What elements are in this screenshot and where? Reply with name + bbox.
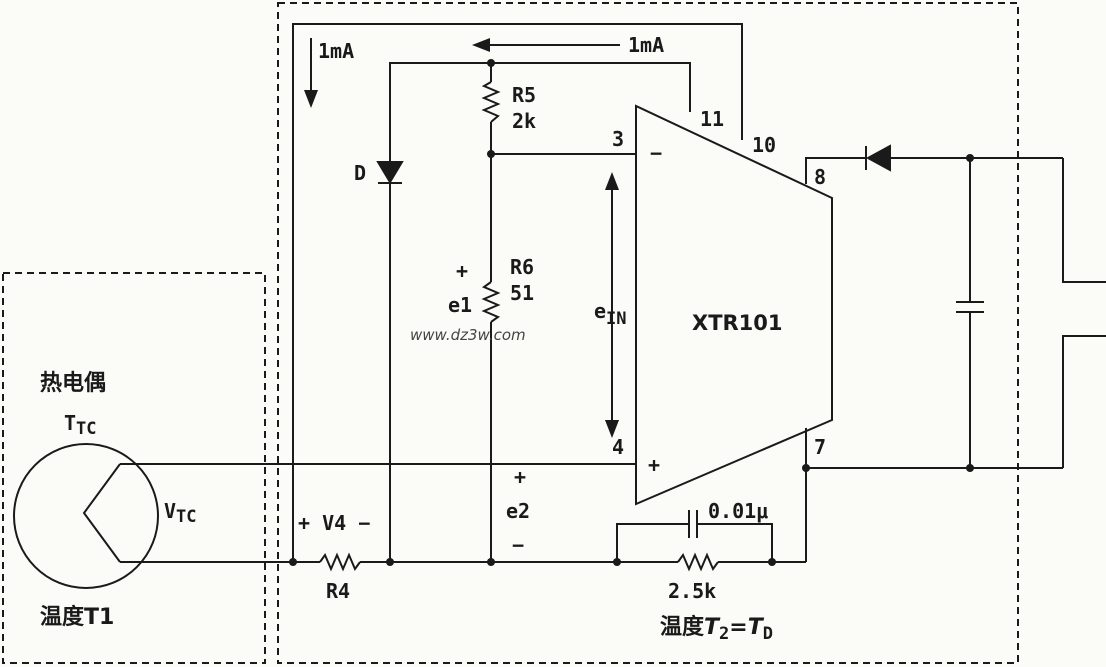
v4-label: + V4 − xyxy=(298,511,370,535)
pin11-label: 11 xyxy=(700,107,724,131)
pin10-label: 10 xyxy=(752,133,776,157)
pin3-minus: − xyxy=(650,141,662,165)
e2-minus: − xyxy=(512,533,524,557)
e1-label: e1 xyxy=(448,293,472,317)
r5-value: 2k xyxy=(512,109,536,133)
capacitor-0-01u xyxy=(616,510,773,562)
pin3-label: 3 xyxy=(612,127,624,151)
output-terminal xyxy=(1062,158,1106,468)
r6-value: 51 xyxy=(510,281,534,305)
vtc-label: VTC xyxy=(164,499,197,527)
pin4-plus: + xyxy=(648,453,660,477)
pin7-label: 7 xyxy=(814,435,826,459)
pin10-current-loop xyxy=(292,23,743,562)
pin4-label: 4 xyxy=(612,435,624,459)
watermark: www.dz3w.com xyxy=(410,326,526,344)
ein-label: eIN xyxy=(594,299,627,329)
diode-d xyxy=(376,160,404,562)
temp-t2-label: 温度T2=TD xyxy=(660,614,773,644)
resistor-2-5k xyxy=(677,552,719,572)
resistor-r6 xyxy=(481,154,501,562)
resistor-r5 xyxy=(481,81,501,154)
ttc-label: TTC xyxy=(64,411,97,439)
e2-plus: + xyxy=(514,465,526,489)
ein-double-arrow xyxy=(605,172,619,438)
output-diode xyxy=(805,144,1063,184)
e2-label: e2 xyxy=(506,499,530,523)
r4-label: R4 xyxy=(326,579,350,603)
rt-value: 2.5k xyxy=(668,579,716,603)
r5-label: R5 xyxy=(512,83,536,107)
junction-dots xyxy=(289,59,974,566)
output-capacitor xyxy=(956,158,984,468)
resistor-r4 xyxy=(319,552,361,572)
temp-t1-label: 温度T1 xyxy=(40,604,114,630)
thermocouple-boundary xyxy=(2,272,266,664)
e1-plus: + xyxy=(456,259,468,283)
thermocouple-title: 热电偶 xyxy=(40,370,106,396)
pin8-label: 8 xyxy=(814,165,826,189)
chip-name: XTR101 xyxy=(692,311,783,335)
left-current-arrow xyxy=(304,38,318,108)
xtr101-amplifier xyxy=(635,104,833,506)
current-label-top: 1mA xyxy=(628,33,664,57)
top-current-arrow xyxy=(472,38,620,52)
main-module-boundary xyxy=(277,2,1019,664)
pin11-reference-line xyxy=(389,62,691,160)
thermocouple-symbol xyxy=(13,443,159,589)
diode-label: D xyxy=(354,161,366,185)
current-label-left: 1mA xyxy=(318,39,354,63)
r6-label: R6 xyxy=(510,255,534,279)
cap-value: 0.01μ xyxy=(708,499,768,523)
